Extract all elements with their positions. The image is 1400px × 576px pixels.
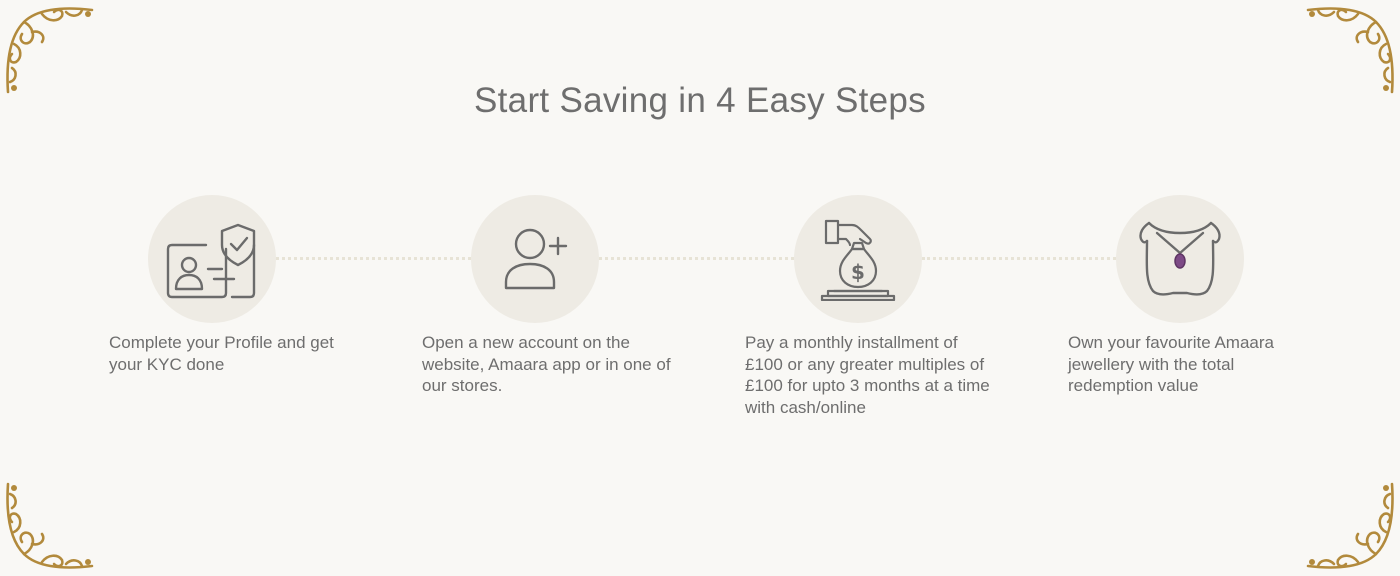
step-connector — [922, 257, 1116, 260]
necklace-pendant-icon — [1139, 221, 1221, 296]
step-1-text: Complete your Profile and get your KYC d… — [109, 333, 334, 374]
corner-ornament-bottom-right — [1302, 478, 1398, 574]
page-title: Start Saving in 4 Easy Steps — [474, 81, 926, 121]
step-2-text: Open a new account on the website, Amaar… — [422, 333, 671, 395]
step-4-icon-circle — [1116, 195, 1244, 323]
id-card-shield-check-icon — [166, 223, 256, 299]
hand-money-bag-icon: $ — [820, 219, 896, 301]
svg-text:$: $ — [851, 260, 865, 284]
step-4-text: Own your favourite Amaara jewellery with… — [1068, 333, 1274, 395]
step-2-icon-circle — [471, 195, 599, 323]
add-user-icon — [504, 228, 568, 290]
step-connector — [276, 257, 471, 260]
corner-ornament-bottom-left — [2, 478, 98, 574]
corner-ornament-top-right — [1302, 2, 1398, 98]
step-3-icon-circle: $ — [794, 195, 922, 323]
step-3-text: Pay a monthly installment of £100 or any… — [745, 333, 990, 417]
step-1-icon-circle — [148, 195, 276, 323]
step-connector — [599, 257, 794, 260]
corner-ornament-top-left — [2, 2, 98, 98]
